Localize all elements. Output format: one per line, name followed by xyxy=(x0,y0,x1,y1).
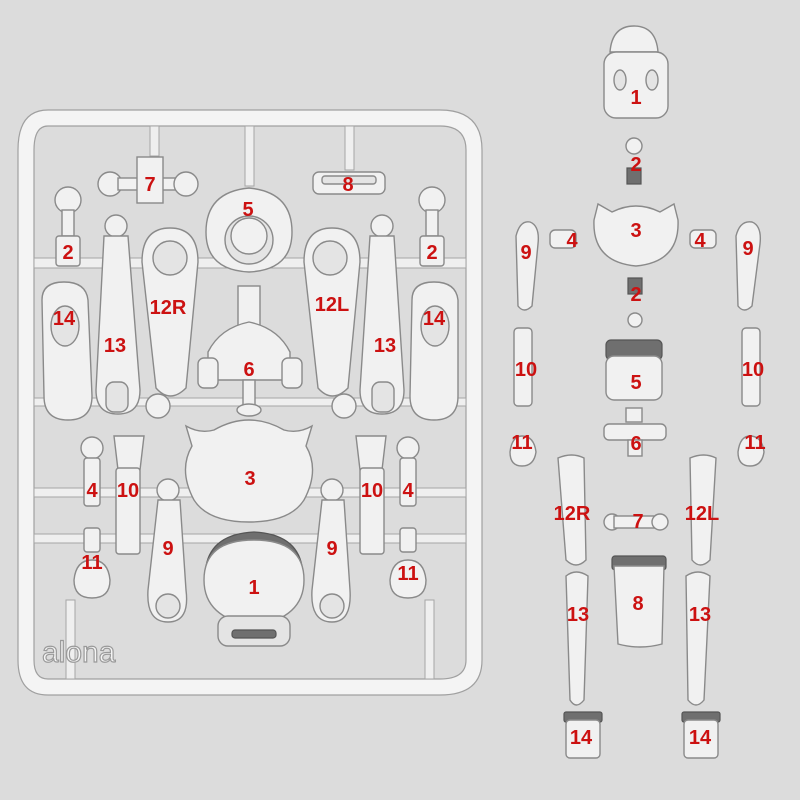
sprue-part-thigh-left xyxy=(303,227,361,419)
sprue-part-chest xyxy=(184,419,314,523)
sprue-label-head: 1 xyxy=(248,577,259,599)
assembled-part-shoulder-right xyxy=(689,229,717,249)
sprue-part-upper-arm-left xyxy=(147,478,188,623)
sprue-part-shoulder-right xyxy=(396,436,420,507)
sprue-label-forearm-left: 10 xyxy=(117,480,139,502)
sprue-part-shin-right xyxy=(359,214,405,415)
sprue-label-thigh-left: 12L xyxy=(315,294,349,316)
assembled-part-neck-lower xyxy=(627,277,643,328)
sprue-part-waist xyxy=(205,187,293,273)
sprue-part-neck-joint xyxy=(97,156,199,204)
assembled-part-hand-left xyxy=(509,435,537,467)
assembled-label-upper-arm-left: 9 xyxy=(520,242,531,264)
assembled-label-forearm-right: 10 xyxy=(742,359,764,381)
assembled-label-abdomen: 5 xyxy=(630,372,641,394)
sprue-label-hand-right: 11 xyxy=(397,563,418,585)
assembled-part-shin-right xyxy=(565,571,589,706)
assembled-label-chest: 3 xyxy=(630,220,641,242)
assembled-part-forearm-left xyxy=(513,327,533,407)
sprue-part-neck-left xyxy=(54,186,82,267)
assembled-label-shoulder-left: 4 xyxy=(566,230,578,252)
assembled-part-hand-right xyxy=(737,435,765,467)
sprue-part-shoulder-left xyxy=(80,436,104,507)
sprue-label-abdomen-ring: 8 xyxy=(342,174,353,196)
assembled-part-foot-right xyxy=(563,711,603,759)
assembled-part-neck-upper xyxy=(625,137,643,185)
sprue-part-hand-right xyxy=(389,527,427,599)
assembled-part-shoulder-left xyxy=(549,229,577,249)
sprue-part-head xyxy=(203,531,305,647)
assembled-label-hip-joint: 7 xyxy=(632,511,643,533)
sprue-part-shin-left xyxy=(95,214,141,415)
sprue-label-shoulder-right: 4 xyxy=(402,480,414,502)
assembled-label-neck-lower: 2 xyxy=(630,284,641,306)
assembled-part-forearm-right xyxy=(741,327,761,407)
assembled-label-foot-left: 14 xyxy=(689,727,712,749)
sprue-part-forearm-right xyxy=(355,435,387,555)
sprue-label-hand-left: 11 xyxy=(81,552,102,574)
sprue-label-neck-right: 2 xyxy=(426,242,437,264)
assembled-part-thigh-left xyxy=(689,454,717,566)
assembled-label-hand-right: 11 xyxy=(744,432,765,454)
sprue-label-forearm-right: 10 xyxy=(361,480,383,502)
sprue-part-neck-right xyxy=(418,186,446,267)
assembled-label-pelvis: 6 xyxy=(630,433,641,455)
sprue-label-hip: 6 xyxy=(243,359,254,381)
assembled-label-foot-right: 14 xyxy=(570,727,593,749)
sprue-part-hip xyxy=(197,285,303,417)
assembled-part-shin-left xyxy=(685,571,711,706)
assembled-part-upper-arm-left xyxy=(515,221,540,311)
assembled-label-thigh-right: 12R xyxy=(554,503,591,525)
assembled-part-pelvis xyxy=(603,407,667,457)
assembled-label-upper-arm-right: 9 xyxy=(742,238,753,260)
assembled-label-neck-upper: 2 xyxy=(630,154,641,176)
sprue-label-shoulder-left: 4 xyxy=(86,480,98,502)
assembled-label-forearm-left: 10 xyxy=(515,359,537,381)
assembled-label-head: 1 xyxy=(630,87,641,109)
sprue-label-upper-arm-left: 9 xyxy=(162,538,173,560)
sprue-part-thigh-right xyxy=(141,227,199,419)
assembled-part-foot-left xyxy=(681,711,721,759)
sprue-label-neck-joint: 7 xyxy=(144,174,155,196)
assembled-part-upper-arm-right xyxy=(735,221,762,311)
assembled-label-shoulder-right: 4 xyxy=(694,230,706,252)
assembled-label-crotch: 8 xyxy=(632,593,643,615)
sprue-part-foot-left xyxy=(41,281,93,421)
assembled-part-hip-joint xyxy=(603,513,669,531)
sprue-part-foot-right xyxy=(409,281,459,421)
assembled-label-shin-left: 13 xyxy=(689,604,711,626)
brand-logo: alona xyxy=(42,636,116,669)
sprue-label-shin-left: 13 xyxy=(104,335,126,357)
assembled-label-thigh-left: 12L xyxy=(685,503,719,525)
assembled-part-abdomen xyxy=(605,339,663,401)
assembled-label-shin-right: 13 xyxy=(567,604,589,626)
sprue-label-foot-right: 14 xyxy=(423,308,446,330)
sprue-part-abdomen-ring xyxy=(312,171,386,195)
sprue-label-neck-left: 2 xyxy=(62,242,73,264)
sprue-label-foot-left: 14 xyxy=(53,308,76,330)
assembled-part-crotch xyxy=(611,555,667,648)
assembled-part-thigh-right xyxy=(557,454,587,566)
assembled-label-hand-left: 11 xyxy=(511,432,532,454)
assembled-figure xyxy=(509,25,765,759)
assembled-part-chest xyxy=(593,202,679,267)
sprue-part-forearm-left xyxy=(113,435,145,555)
sprue-part-hand-left xyxy=(73,527,111,599)
sprue-label-chest: 3 xyxy=(244,468,255,490)
sprue-label-shin-right: 13 xyxy=(374,335,396,357)
sprue-part-upper-arm-right xyxy=(311,478,351,623)
sprue-label-waist: 5 xyxy=(242,199,253,221)
sprue-label-thigh-right: 12R xyxy=(150,297,187,319)
assembled-part-head xyxy=(603,25,669,119)
sprue-label-upper-arm-right: 9 xyxy=(326,538,337,560)
